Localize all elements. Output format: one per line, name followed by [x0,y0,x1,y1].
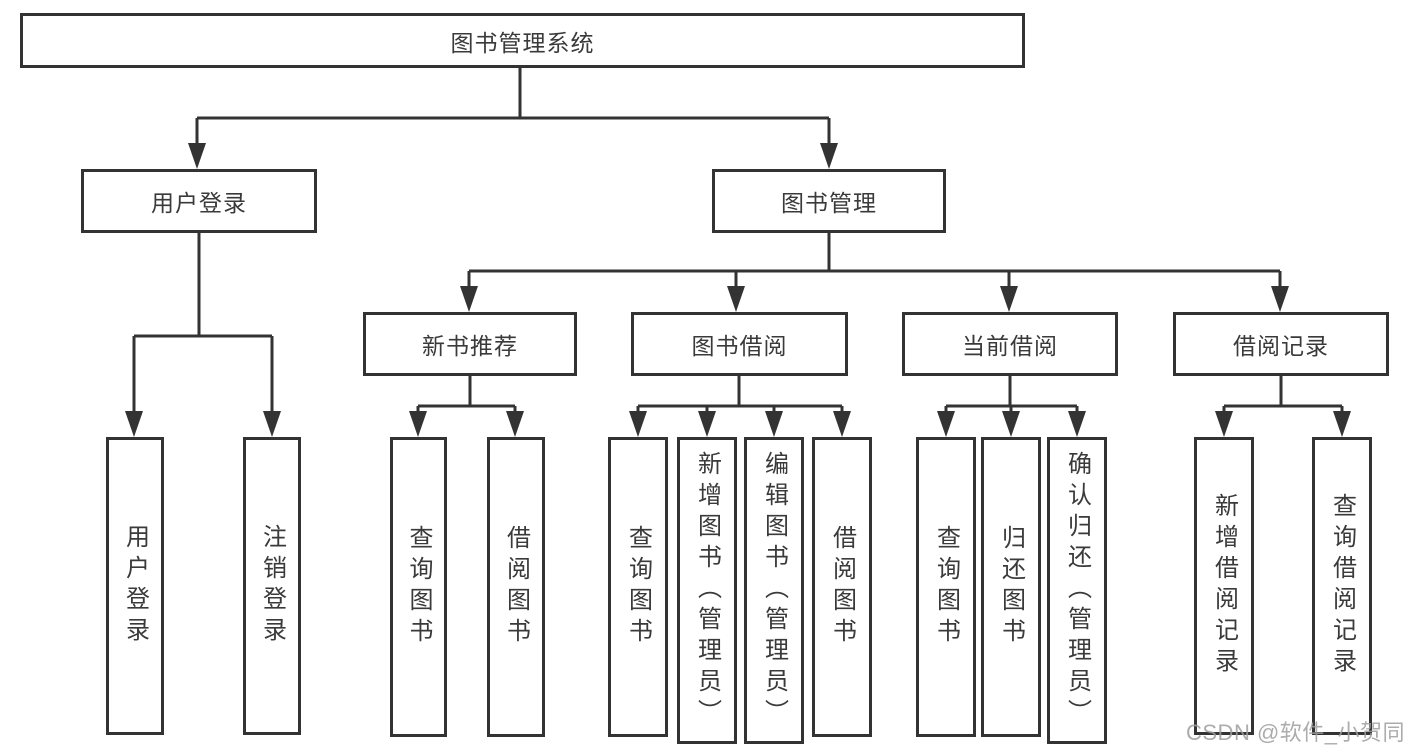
node-borrow-books-borrowing: 借阅图书 [812,437,872,737]
node-label: 编辑图书（管理员） [760,451,788,730]
node-confirm-return-admin: 确认归还（管理员） [1047,437,1107,744]
node-add-borrow-record: 新增借阅记录 [1194,437,1254,735]
node-label: 新增图书（管理员） [693,451,721,730]
node-query-books-recommend: 查询图书 [390,437,447,737]
node-label: 用户登录 [121,524,149,648]
node-label: 借阅图书 [502,525,530,649]
node-label: 查询图书 [624,525,652,649]
node-book-management: 图书管理 [712,169,946,233]
node-book-borrowing: 图书借阅 [631,312,848,376]
node-user-login: 用户登录 [81,169,317,233]
node-user-login-leaf: 用户登录 [106,437,164,735]
node-edit-books-admin: 编辑图书（管理员） [744,437,804,744]
node-logout: 注销登录 [243,437,301,735]
node-query-books-current: 查询图书 [916,437,976,737]
node-library-management-system: 图书管理系统 [20,13,1025,68]
node-return-books: 归还图书 [981,437,1041,737]
node-borrow-books-recommend: 借阅图书 [487,437,545,737]
node-query-borrow-record: 查询借阅记录 [1312,437,1372,735]
node-label: 借阅图书 [828,525,856,649]
node-label: 新增借阅记录 [1210,493,1238,679]
node-label: 归还图书 [997,525,1025,649]
node-label: 确认归还（管理员） [1063,451,1091,730]
node-borrowing-records: 借阅记录 [1173,312,1389,376]
node-current-borrowing: 当前借阅 [902,312,1118,376]
node-label: 注销登录 [258,524,286,648]
node-query-books-borrowing: 查询图书 [608,437,668,737]
node-add-books-admin: 新增图书（管理员） [677,437,737,744]
node-label: 查询图书 [932,525,960,649]
csdn-watermark: CSDN @软件_小贺同学 [1186,720,1405,745]
node-label: 查询借阅记录 [1328,493,1356,679]
node-new-book-recommendation: 新书推荐 [363,312,577,376]
node-label: 查询图书 [405,525,432,649]
